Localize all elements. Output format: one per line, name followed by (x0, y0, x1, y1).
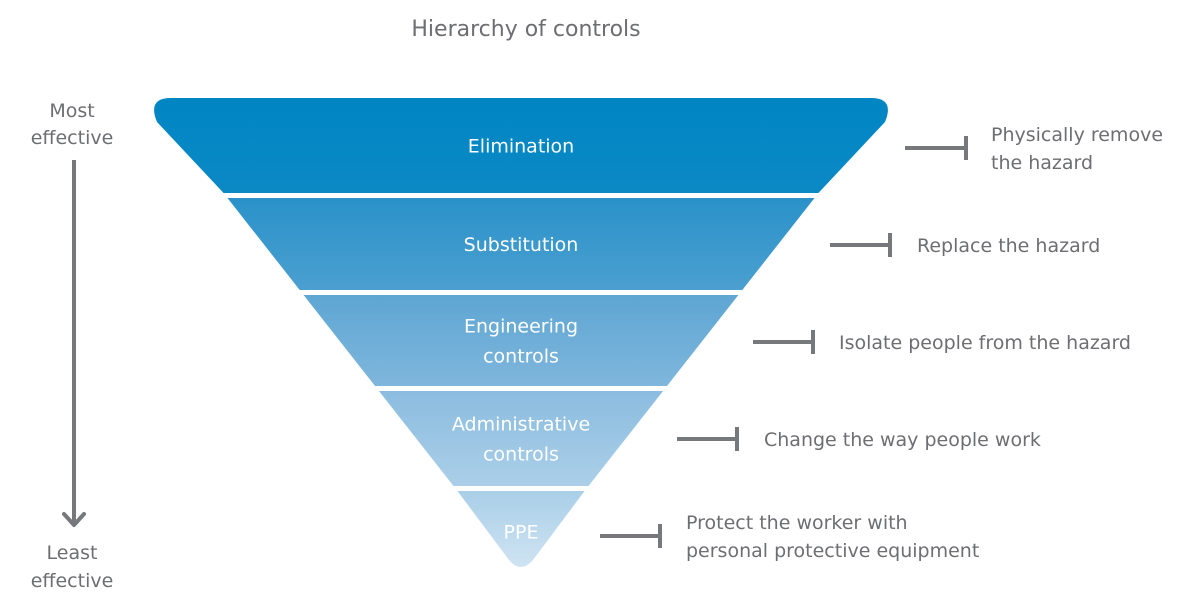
level-4-label-line2: controls (483, 444, 559, 466)
level-3-label-line2: controls (483, 346, 559, 368)
effectiveness-scale: Most effective Least effective (31, 100, 114, 592)
most-effective-label-line2: effective (31, 127, 114, 149)
level-2-label-line1: Substitution (464, 234, 579, 256)
level-3-description-line1: Isolate people from the hazard (839, 332, 1131, 354)
level-1-label-line1: Elimination (468, 136, 574, 158)
level-1-description-line2: the hazard (991, 152, 1093, 174)
least-effective-label-line1: Least (47, 542, 98, 564)
level-band-3 (303, 295, 739, 386)
most-effective-label-line1: Most (49, 100, 94, 122)
least-effective-label-line2: effective (31, 570, 114, 592)
level-4-label-line1: Administrative (452, 414, 590, 436)
down-arrow-icon (62, 512, 86, 527)
level-5-description-line1: Protect the worker with (686, 512, 908, 534)
level-band-1 (154, 98, 888, 193)
level-1-description-line1: Physically remove (991, 124, 1163, 146)
level-band-2 (227, 198, 815, 290)
level-5-description-line2: personal protective equipment (686, 540, 979, 562)
diagram-title: Hierarchy of controls (411, 17, 640, 42)
level-3-label-line1: Engineering (464, 316, 578, 338)
level-4-description-line1: Change the way people work (764, 429, 1041, 451)
level-2-description-line1: Replace the hazard (917, 235, 1100, 257)
level-band-5 (457, 491, 585, 567)
level-5-label-line1: PPE (504, 522, 539, 544)
level-band-4 (378, 391, 664, 486)
description-connectors (600, 136, 968, 548)
